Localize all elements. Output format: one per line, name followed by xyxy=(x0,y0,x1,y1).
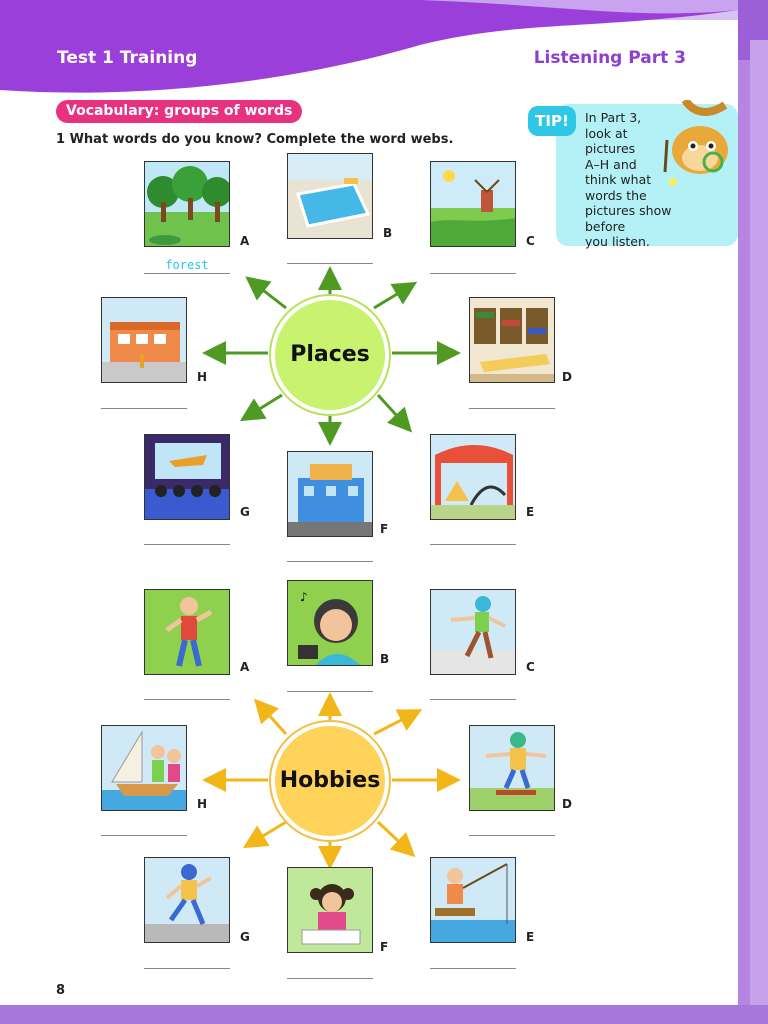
tip-line: you listen. xyxy=(585,234,650,249)
page-number: 8 xyxy=(56,983,66,998)
worksheet-page: Test 1 Training Listening Part 3 Vocabul… xyxy=(0,0,738,1005)
hobbies-picture-f-drawing xyxy=(287,867,373,953)
hobbies-picture-d-skateboarding xyxy=(469,725,555,811)
places-blank-a[interactable] xyxy=(144,273,230,274)
hobbies-picture-g-running xyxy=(144,857,230,943)
exercise-instruction: 1 What words do you know? Complete the w… xyxy=(56,132,454,147)
hobbies-arrows xyxy=(202,692,461,870)
hobbies-picture-b-music: ♪ xyxy=(287,580,373,666)
hobbies-blank-h[interactable] xyxy=(101,835,187,836)
svg-text:♪: ♪ xyxy=(300,590,308,604)
places-label-f: F xyxy=(380,522,389,536)
places-blank-f[interactable] xyxy=(287,561,373,562)
places-picture-h-shopping-centre xyxy=(101,297,187,383)
places-picture-f-station xyxy=(287,451,373,537)
hobbies-label-c: C xyxy=(526,660,535,674)
places-hub: Places xyxy=(271,296,389,414)
places-picture-g-cinema xyxy=(144,434,230,520)
section-pill: Vocabulary: groups of words xyxy=(56,100,303,123)
hobbies-blank-g[interactable] xyxy=(144,968,230,969)
places-blank-h[interactable] xyxy=(101,408,187,409)
places-label-d: D xyxy=(562,370,572,384)
tip-line: look at xyxy=(585,125,628,141)
hobbies-label-b: B xyxy=(380,652,390,666)
hobbies-hub: Hobbies xyxy=(271,722,389,840)
hobbies-picture-c-skating xyxy=(430,589,516,675)
places-arrows xyxy=(202,266,461,446)
tip-line: think what xyxy=(585,172,652,187)
word-web-arrows xyxy=(202,266,461,870)
hobbies-label-h: H xyxy=(197,797,208,811)
hobbies-picture-e-fishing xyxy=(430,857,516,943)
places-label-h: H xyxy=(197,370,208,384)
header-swoosh xyxy=(0,0,738,93)
page-edge-back xyxy=(750,40,768,1024)
tip-line: In Part 3, xyxy=(585,110,642,125)
hobbies-blank-f[interactable] xyxy=(287,978,373,979)
places-blank-b[interactable] xyxy=(287,263,373,264)
hobbies-blank-d[interactable] xyxy=(469,835,555,836)
hobbies-picture-a-dancing xyxy=(144,589,230,675)
hobbies-blank-b[interactable] xyxy=(287,691,373,692)
places-blank-d[interactable] xyxy=(469,408,555,409)
hobbies-blank-e[interactable] xyxy=(430,968,516,969)
places-answer-a: forest xyxy=(165,258,209,272)
hobbies-blank-a[interactable] xyxy=(144,699,230,700)
tip-text: In Part 3, look at pictures A–H and thin… xyxy=(585,110,715,250)
page-edge-bottom xyxy=(0,1005,768,1024)
hobbies-label-d: D xyxy=(562,797,572,811)
tip-badge: TIP! xyxy=(528,106,576,136)
places-label-e: E xyxy=(526,505,535,519)
places-label-g: G xyxy=(240,505,250,519)
places-picture-c-countryside xyxy=(430,161,516,247)
places-label-c: C xyxy=(526,234,535,248)
header-test-title: Test 1 Training xyxy=(57,48,198,68)
places-label-b: B xyxy=(383,226,393,240)
hobbies-label-e: E xyxy=(526,930,535,944)
places-picture-e-funfair xyxy=(430,434,516,520)
places-blank-g[interactable] xyxy=(144,544,230,545)
places-label-a: A xyxy=(240,234,250,248)
places-picture-d-library xyxy=(469,297,555,383)
places-picture-a-forest xyxy=(144,161,230,247)
hobbies-label-a: A xyxy=(240,660,250,674)
tip-line: pictures show before xyxy=(585,203,672,234)
places-picture-b-swimming-pool xyxy=(287,153,373,239)
hobbies-picture-h-sailing xyxy=(101,725,187,811)
tip-line: pictures xyxy=(585,141,636,156)
places-blank-e[interactable] xyxy=(430,544,516,545)
tip-line: A–H and xyxy=(585,156,637,172)
page-edge-middle xyxy=(738,60,750,1024)
hobbies-blank-c[interactable] xyxy=(430,699,516,700)
header-part-title: Listening Part 3 xyxy=(533,48,686,68)
places-blank-c[interactable] xyxy=(430,273,516,274)
monkey-mascot-icon xyxy=(663,100,728,186)
hobbies-label-f: F xyxy=(380,940,389,954)
hobbies-label-g: G xyxy=(240,930,250,944)
tip-line: words the xyxy=(585,187,647,203)
